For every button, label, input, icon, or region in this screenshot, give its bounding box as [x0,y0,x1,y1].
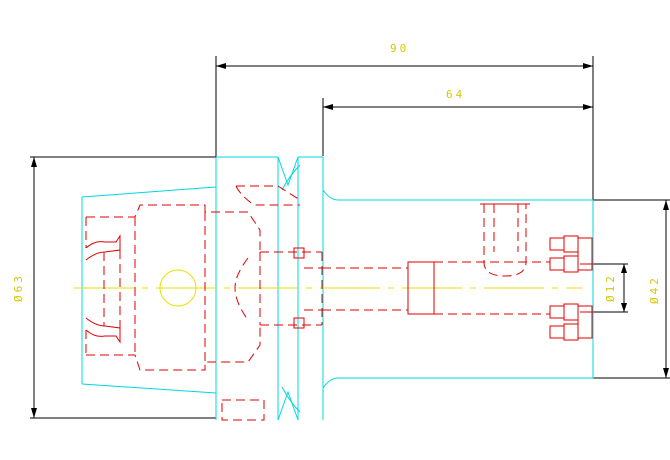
dim-shank-length: 64 [446,88,465,101]
center-lines [74,269,582,307]
dim-body-diameter: Ø42 [648,275,661,304]
dimension-lines [30,56,670,419]
dim-overall-length: 90 [390,42,409,55]
hidden-lines [85,185,593,421]
dim-bore-diameter: Ø12 [604,273,617,302]
dim-flange-diameter: Ø63 [12,273,25,302]
